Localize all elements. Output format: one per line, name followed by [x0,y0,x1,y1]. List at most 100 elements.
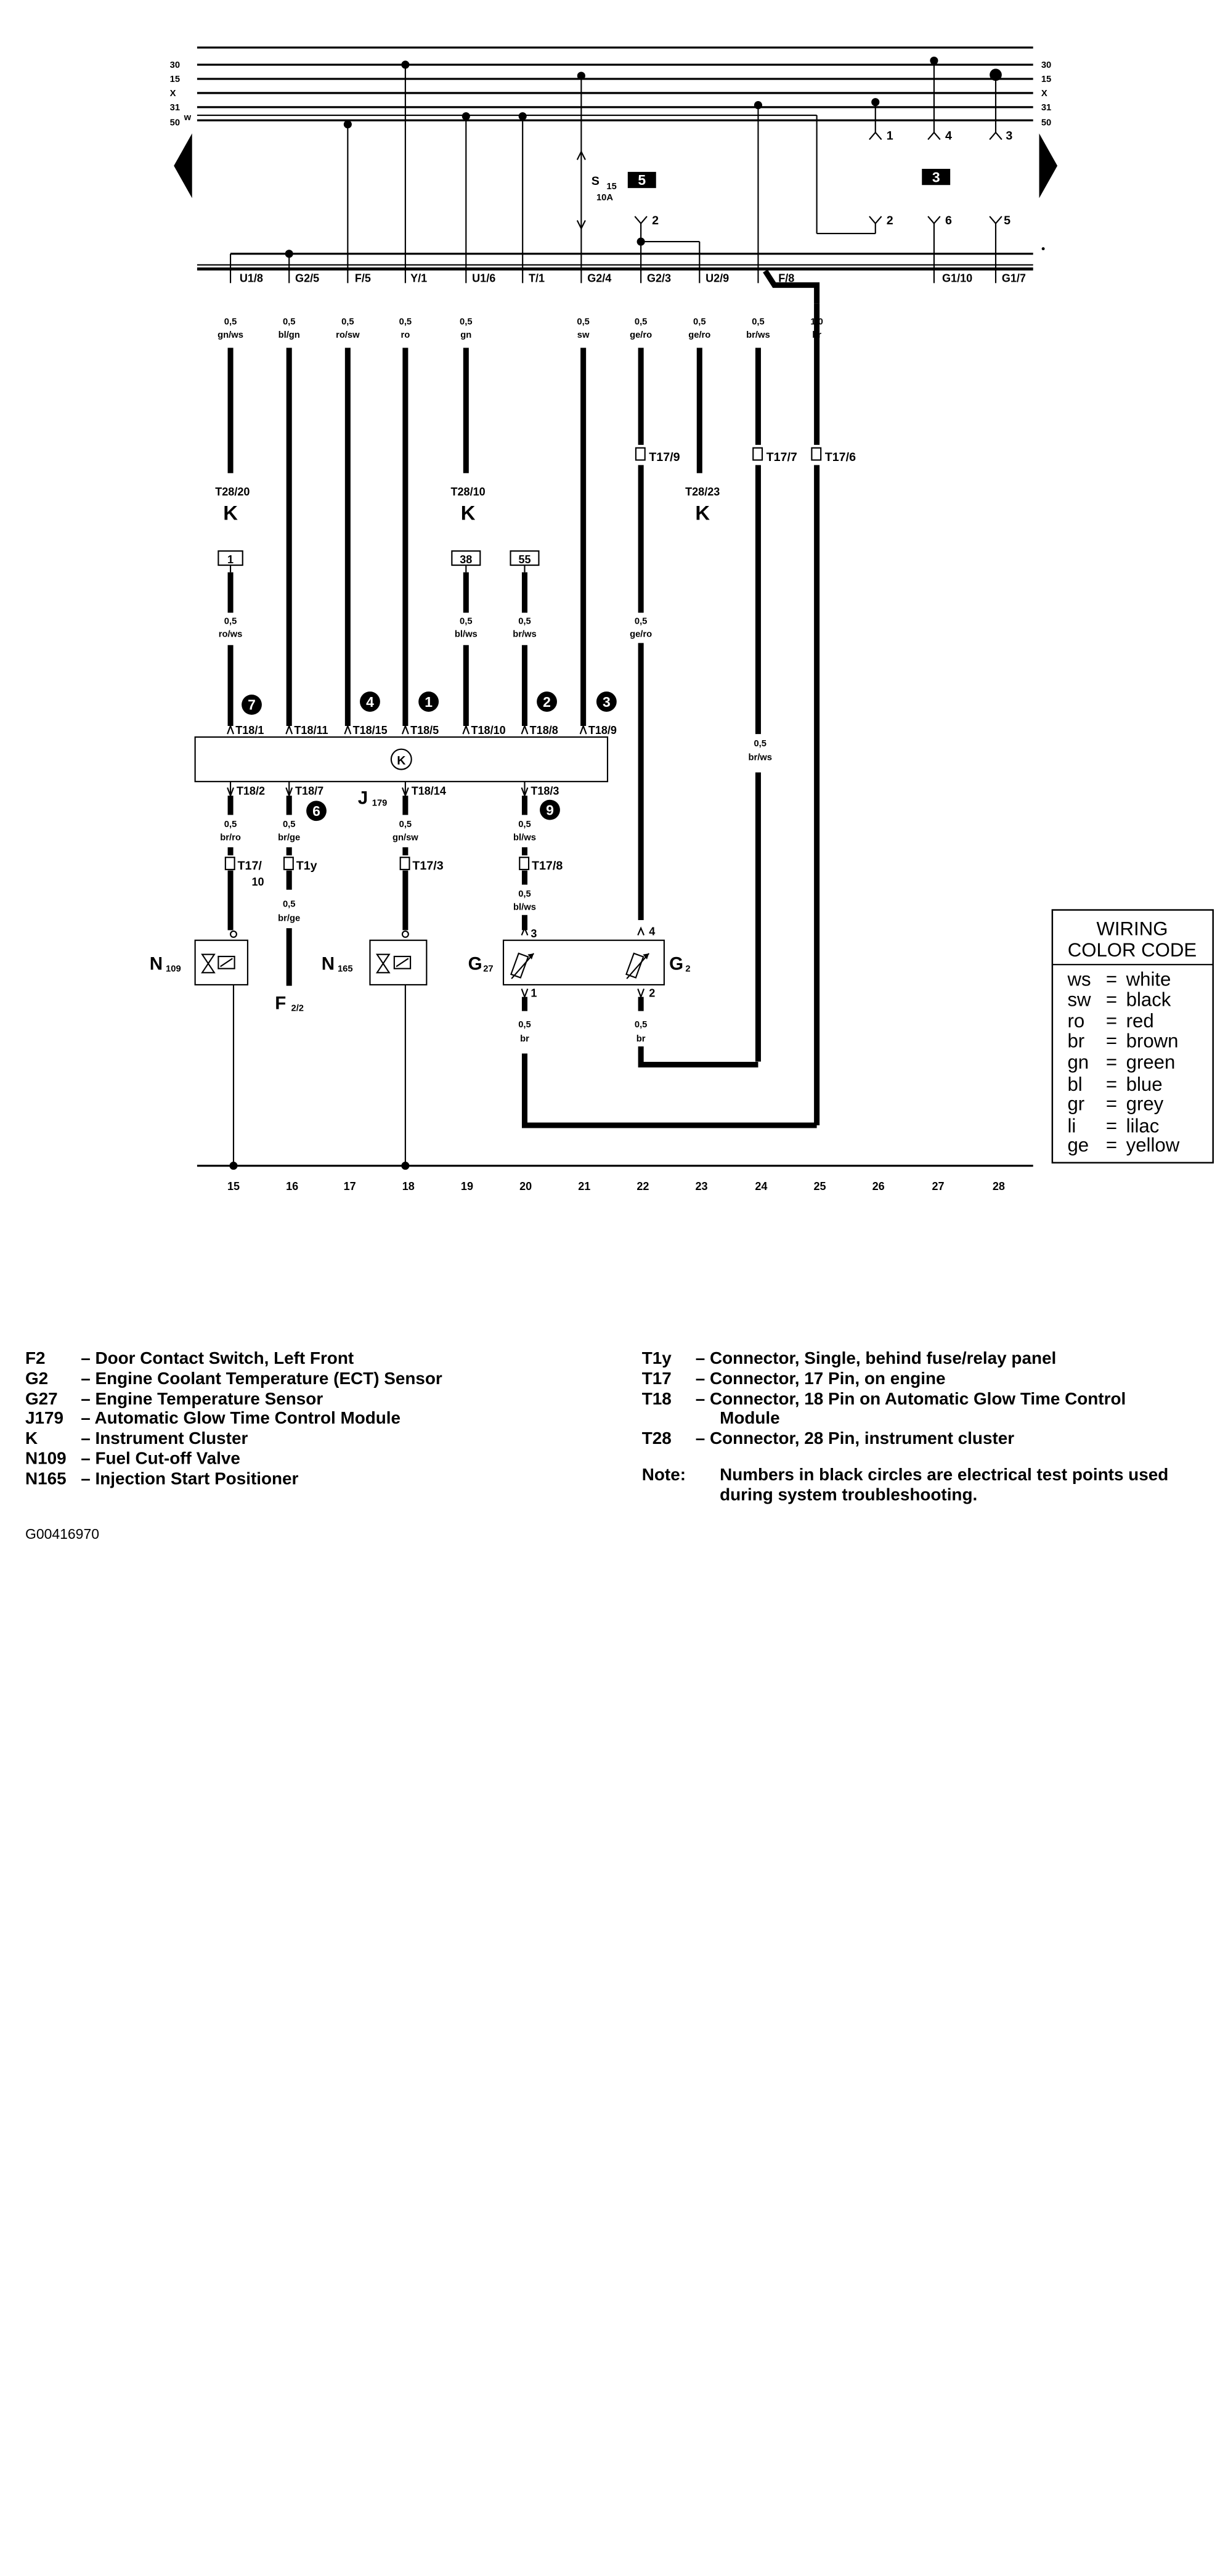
svg-text:T1y: T1y [642,1348,672,1367]
svg-text:50: 50 [1041,118,1051,128]
svg-text:23: 23 [696,1180,708,1192]
svg-text:lilac: lilac [1126,1115,1160,1136]
svg-text:3: 3 [603,694,611,710]
svg-text:bl/ws: bl/ws [455,630,478,640]
svg-text:K: K [397,754,406,767]
svg-text:2: 2 [887,214,893,227]
svg-text:0,5: 0,5 [283,820,296,829]
svg-text:0,5: 0,5 [399,820,412,829]
svg-text:109: 109 [166,964,181,974]
svg-text:F/5: F/5 [355,272,371,285]
ground-numbers: 15 16 17 18 19 20 21 22 23 24 25 26 27 2… [227,1180,1005,1192]
svg-text:22: 22 [636,1180,649,1192]
svg-text:G1/10: G1/10 [942,272,972,285]
svg-text:F2: F2 [25,1348,46,1367]
svg-text:– Connector, Single, behind f: – Connector, Single, behind fuse/relay p… [696,1348,1057,1367]
module-bottom-pins: T18/2 T18/7 T18/14 T18/3 [227,781,559,798]
svg-text:4: 4 [945,129,952,142]
svg-text:T1y: T1y [296,859,317,873]
svg-text:G: G [468,953,482,974]
svg-text:T18: T18 [642,1389,672,1408]
svg-text:6: 6 [945,214,952,227]
svg-text:gn/ws: gn/ws [218,330,243,340]
svg-text:T17/3: T17/3 [412,859,443,873]
svg-text:50: 50 [170,118,180,128]
svg-text:3: 3 [1006,129,1012,142]
wiring-diagram: 30 15 X 31 50 w 30 15 X 31 50 [25,46,1214,1542]
svg-text:G2/5: G2/5 [295,272,319,285]
svg-text:G1/7: G1/7 [1002,272,1026,285]
svg-text:=: = [1106,1030,1117,1052]
svg-text:15: 15 [1041,75,1051,84]
svg-text:55: 55 [518,553,531,566]
svg-text:– Connector, 17 Pin, on engin: – Connector, 17 Pin, on engine [696,1369,946,1388]
svg-text:T18/15: T18/15 [353,724,388,736]
svg-text:sw: sw [1067,988,1091,1010]
svg-text:T28/10: T28/10 [451,486,486,498]
svg-text:black: black [1126,988,1171,1010]
svg-text:Module: Module [720,1408,780,1427]
svg-text:T17/: T17/ [238,859,262,873]
svg-text:24: 24 [755,1180,767,1192]
svg-text:0,5: 0,5 [635,1020,648,1030]
svg-text:T18/9: T18/9 [588,724,617,736]
svg-text:20: 20 [519,1180,532,1192]
svg-text:0,5: 0,5 [460,317,473,327]
svg-text:brown: brown [1126,1030,1179,1052]
legend-right: T1y – Connector, Single, behind fuse/rel… [642,1348,1168,1504]
svg-text:1: 1 [531,987,537,1000]
svg-text:sw: sw [577,330,590,340]
svg-text:ge/ro: ge/ro [630,330,652,340]
image-code: G00416970 [25,1526,99,1542]
svg-text:0,5: 0,5 [460,616,473,626]
sensor-g27-g2: G 27 G 2 3 4 1 2 0,5 br 0,5 br [468,926,691,1044]
test-points: 7 4 1 2 3 6 9 [242,691,617,821]
svg-text:COLOR CODE: COLOR CODE [1068,939,1197,961]
svg-text:F: F [275,993,286,1013]
bus-labels-right: 30 15 X 31 50 [1041,60,1051,128]
svg-text:br/ws: br/ws [748,753,772,763]
svg-text:0,5: 0,5 [693,317,706,327]
left-continuation-arrow [174,133,192,198]
svg-text:during system troubleshooting.: during system troubleshooting. [720,1485,977,1504]
svg-text:– Automatic Glow Time Control: – Automatic Glow Time Control Module [81,1408,401,1427]
svg-text:br/ro: br/ro [220,833,241,842]
svg-text:7: 7 [248,697,256,713]
svg-text:Y/1: Y/1 [410,272,427,285]
svg-text:0,5: 0,5 [283,317,296,327]
svg-text:0,5: 0,5 [518,1020,531,1030]
svg-text:br/ws: br/ws [746,330,770,340]
svg-text:green: green [1126,1051,1176,1073]
svg-text:165: 165 [338,964,353,974]
svg-text:2: 2 [543,694,551,710]
svg-text:– Connector, 18 Pin on Automa: – Connector, 18 Pin on Automatic Glow Ti… [696,1389,1126,1408]
svg-text:31: 31 [170,103,180,113]
svg-text:U2/9: U2/9 [705,272,729,285]
legend-left: F2 – Door Contact Switch, Left Front G2 … [25,1348,442,1488]
svg-text:5: 5 [638,172,646,188]
svg-text:18: 18 [402,1180,415,1192]
wiring-color-code-box: WIRING COLOR CODE ws = white sw = black … [1051,909,1214,1164]
svg-text:4: 4 [366,694,374,710]
svg-text:br/ws: br/ws [513,630,537,640]
svg-text:S: S [592,174,600,188]
svg-text:Numbers in black circles are e: Numbers in black circles are electrical … [720,1465,1168,1484]
svg-text:N165: N165 [25,1469,67,1488]
svg-text:G: G [669,953,683,974]
svg-text:X: X [170,89,176,99]
bus-taps [343,56,1002,271]
svg-text:T28: T28 [642,1429,672,1448]
relay-pin-symbols: 1 4 3 2 6 5 2 [634,129,1012,227]
svg-text:31: 31 [1041,103,1051,113]
svg-text:27: 27 [932,1180,944,1192]
component-boxes: 1 38 55 [218,550,540,573]
svg-text:– Instrument Cluster: – Instrument Cluster [81,1429,248,1448]
svg-text:26: 26 [872,1180,885,1192]
svg-text:28: 28 [993,1180,1005,1192]
svg-text:2/2: 2/2 [291,1004,304,1014]
svg-text:J179: J179 [25,1408,63,1427]
svg-text:0,5: 0,5 [224,820,237,829]
svg-text:gr: gr [1067,1093,1084,1114]
svg-text:=: = [1106,1115,1117,1136]
svg-text:T18/11: T18/11 [294,724,328,736]
